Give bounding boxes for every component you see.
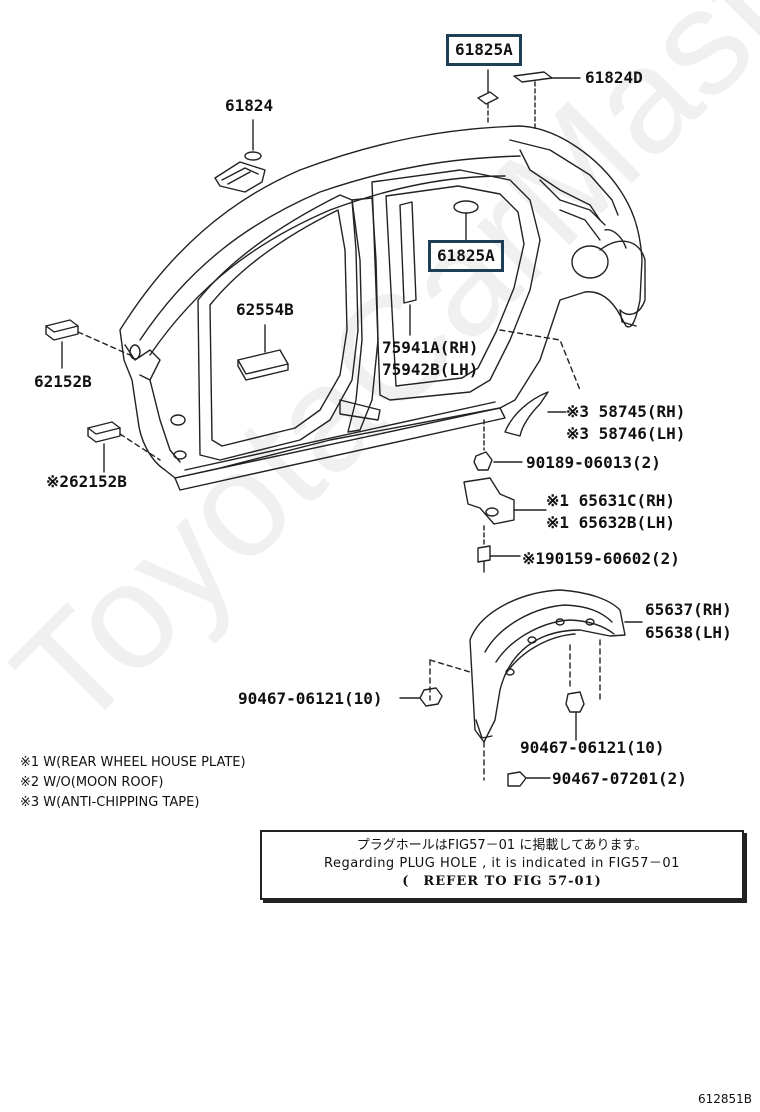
rear-door-opening (371, 169, 541, 401)
part-label-90467-07201[interactable]: 90467-07201(2) (552, 769, 687, 788)
part-label-90467-left[interactable]: 90467-06121(10) (238, 689, 383, 708)
body-side-outer-outline (119, 125, 643, 479)
part-label-61825A-top[interactable]: 61825A (446, 34, 522, 66)
part-58745-tape (504, 391, 549, 437)
part-label-62152B[interactable]: 62152B (34, 372, 92, 391)
part-label-90159[interactable]: ※190159-60602(2) (522, 549, 680, 568)
notice-line-japanese: プラグホールはFIG57－01 に掲載してあります。 (356, 838, 648, 853)
part-65637-liner (469, 589, 626, 743)
part-62152B-lower (87, 421, 121, 435)
part-label-65637[interactable]: 65637(RH) (645, 600, 732, 619)
part-62554B-pad (237, 349, 289, 375)
part-label-90467-right[interactable]: 90467-06121(10) (520, 738, 665, 757)
part-65631C-plate (463, 477, 515, 525)
part-62152B-upper (45, 319, 79, 333)
footnote-2: ※2 W/O(MOON ROOF) (20, 775, 164, 790)
part-label-75942B[interactable]: 75942B(LH) (382, 360, 479, 379)
part-label-62554B[interactable]: 62554B (236, 300, 294, 319)
part-label-65632B[interactable]: ※1 65632B(LH) (546, 513, 675, 532)
part-label-65631C[interactable]: ※1 65631C(RH) (546, 491, 675, 510)
notice-line-reference[interactable]: ( REFER TO FIG 57-01) (402, 874, 602, 889)
footnote-3: ※3 W(ANTI-CHIPPING TAPE) (20, 795, 200, 810)
part-label-75941A[interactable]: 75941A(RH) (382, 338, 479, 357)
part-label-58746[interactable]: ※3 58746(LH) (566, 424, 686, 443)
part-61824-bracket (214, 161, 266, 193)
part-75941A-strip (399, 201, 417, 304)
part-label-90189[interactable]: 90189-06013(2) (526, 453, 661, 472)
part-label-61824D[interactable]: 61824D (585, 68, 643, 87)
part-label-65638[interactable]: 65638(LH) (645, 623, 732, 642)
footnote-1: ※1 W(REAR WHEEL HOUSE PLATE) (20, 755, 246, 770)
figure-code: 612851B (697, 1092, 752, 1106)
part-label-58745[interactable]: ※3 58745(RH) (566, 402, 686, 421)
part-label-61825A-mid[interactable]: 61825A (428, 240, 504, 272)
part-label-62152B-note[interactable]: ※262152B (46, 472, 127, 491)
reference-notice-box: プラグホールはFIG57－01 に掲載してあります。 Regarding PLU… (260, 830, 744, 900)
part-label-61824[interactable]: 61824 (225, 96, 274, 115)
front-door-opening (197, 194, 359, 461)
notice-line-english: Regarding PLUG HOLE , it is indicated in… (324, 856, 680, 871)
